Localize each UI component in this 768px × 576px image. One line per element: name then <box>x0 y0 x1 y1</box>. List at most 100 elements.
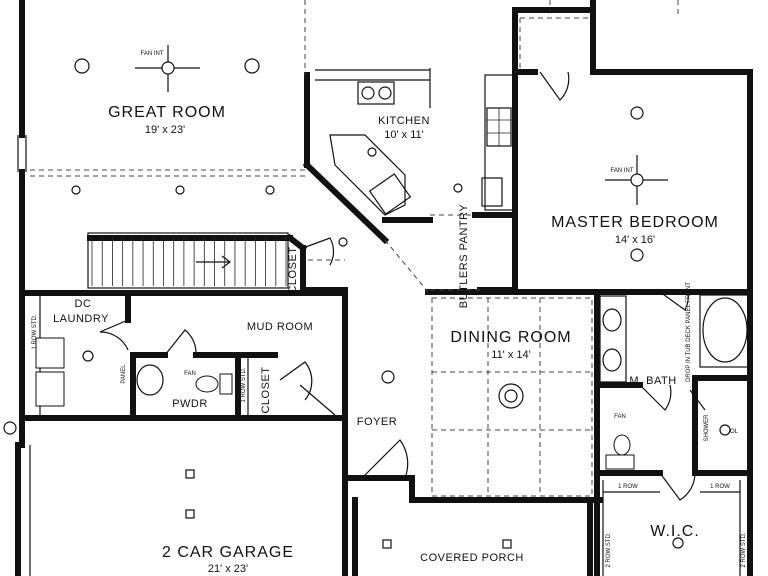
kitchen-name: KITCHEN <box>378 115 430 127</box>
porch-light-1 <box>382 539 392 549</box>
light-foyer <box>381 370 395 384</box>
toilet-tank-pwdr <box>219 373 233 395</box>
light-kitchen <box>367 147 377 157</box>
light-wic <box>672 537 684 549</box>
stairs <box>87 232 289 289</box>
m-bath-name: M. BATH <box>629 375 676 387</box>
note-closet-row: 1 ROW STD. <box>241 367 247 402</box>
note-wic-row-3: 2 ROW STD. <box>606 532 612 567</box>
note-wic-row-1: 1 ROW <box>618 484 638 490</box>
notes: CLOSET CLOSET FAN INT FAN INT FAN FAN 1 … <box>32 51 747 568</box>
great-room-size: 19' x 23' <box>145 124 185 136</box>
range-wall-cabinets <box>484 74 514 211</box>
light-kitchen-2 <box>453 183 463 193</box>
garage-name: 2 CAR GARAGE <box>162 544 294 561</box>
light-hall-3 <box>265 185 275 195</box>
sink-bowl-right <box>378 86 392 100</box>
note-closet: CLOSET <box>260 366 272 413</box>
powder-name: PWDR <box>172 398 208 410</box>
door-laundry[interactable] <box>99 319 129 351</box>
note-tub: DROP IN TUB DECK PANEL FRONT <box>686 282 692 382</box>
tub-deck <box>699 294 749 368</box>
light-laundry <box>82 350 94 362</box>
vanity <box>599 295 627 383</box>
sink-bowl-left <box>361 86 375 100</box>
light-master-top <box>630 106 644 120</box>
light-master-bottom <box>630 248 644 262</box>
dining-room-size: 11' x 14' <box>491 349 530 361</box>
room-labels: GREAT ROOM 19' x 23' KITCHEN 10' x 11' M… <box>53 104 719 575</box>
ceiling-fan-master <box>605 155 668 205</box>
ceiling-fan-great-room <box>135 45 200 92</box>
toilet-tank-bath <box>605 454 635 470</box>
light-stair <box>338 237 348 247</box>
kitchen-island <box>329 134 406 216</box>
garage-size: 21' x 23' <box>208 563 248 575</box>
light-shower <box>719 424 731 436</box>
dining-ceiling-outline <box>431 297 593 497</box>
door-shower[interactable] <box>689 389 706 411</box>
door-bath[interactable] <box>659 291 689 311</box>
light-great-room-left <box>74 58 90 74</box>
tub <box>702 297 748 363</box>
door-foyer[interactable] <box>361 439 409 479</box>
door-wc[interactable] <box>639 384 672 411</box>
note-panel: PANEL <box>121 364 127 384</box>
washer <box>35 337 65 369</box>
doors <box>99 71 706 501</box>
garage-light-2 <box>185 469 195 479</box>
toilet-bath <box>613 434 631 456</box>
door-stair-closet[interactable] <box>302 237 334 266</box>
light-hall-1 <box>71 185 81 195</box>
note-ol: OL <box>730 429 739 435</box>
refrigerator <box>481 177 503 207</box>
note-fan-master: FAN INT <box>610 168 633 174</box>
wall-kitchen-diagonal <box>302 160 390 245</box>
dining-room-name: DINING ROOM <box>450 329 571 346</box>
porch-light-2 <box>502 539 512 549</box>
foyer-name: FOYER <box>357 416 397 428</box>
door-closet[interactable] <box>279 361 313 401</box>
wic-name: W.I.C. <box>650 523 700 540</box>
door-pwdr[interactable] <box>164 329 197 356</box>
dashed-lines <box>30 0 679 293</box>
fixtures <box>3 45 731 549</box>
light-great-room-right <box>244 58 260 74</box>
note-fan-great-room: FAN INT <box>140 51 163 57</box>
great-room-name: GREAT ROOM <box>108 104 226 121</box>
kitchen-size: 10' x 11' <box>384 129 423 141</box>
thin-lines <box>17 68 749 576</box>
walls <box>15 0 753 576</box>
vanity-sink-1 <box>602 308 622 332</box>
light-hall-2 <box>175 185 185 195</box>
laundry-name: LAUNDRY <box>53 313 109 325</box>
master-bedroom-name: MASTER BEDROOM <box>551 214 719 231</box>
note-fan-pwdr: FAN <box>184 371 196 377</box>
kitchen-sink <box>357 81 395 105</box>
door-garage[interactable] <box>299 384 336 416</box>
laundry-dc: DC <box>75 298 92 310</box>
exterior-light <box>3 421 17 435</box>
pwdr-sink <box>136 364 164 396</box>
island-sink <box>368 173 412 215</box>
note-wic-row-2: 1 ROW <box>710 484 730 490</box>
note-fan-bath: FAN <box>614 414 626 420</box>
butlers-pantry-name: BUTLERS PANTRY <box>458 204 470 309</box>
dining-ceiling <box>431 297 593 497</box>
mud-room-name: MUD ROOM <box>247 321 313 333</box>
note-shower: SHOWER <box>704 414 710 442</box>
dryer <box>35 371 65 407</box>
door-master[interactable] <box>539 71 570 101</box>
toilet-pwdr <box>195 375 219 393</box>
chandelier-outer <box>498 383 524 409</box>
vanity-sink-2 <box>602 348 622 372</box>
chandelier <box>504 389 518 403</box>
door-wic[interactable] <box>659 472 696 501</box>
foyer-opening <box>384 239 429 293</box>
covered-porch-name: COVERED PORCH <box>420 552 524 564</box>
master-bedroom-size: 14' x 16' <box>615 234 655 246</box>
garage-light-1 <box>185 509 195 519</box>
stair-outline <box>87 232 289 289</box>
